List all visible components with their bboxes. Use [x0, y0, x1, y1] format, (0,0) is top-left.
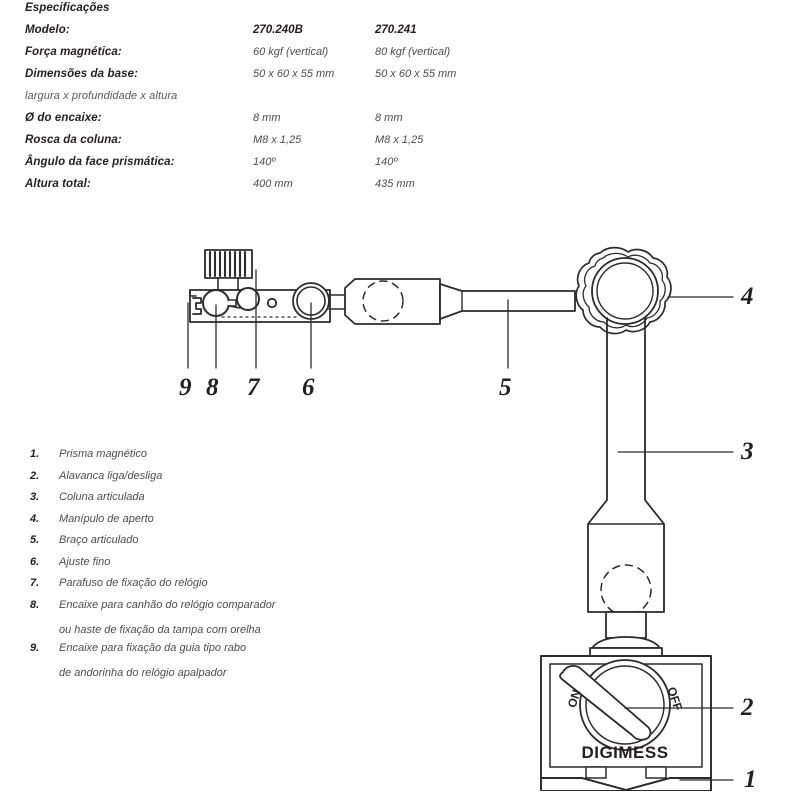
list-item: 5. Braço articulado — [30, 534, 330, 556]
clamping-knob — [575, 246, 672, 335]
callout-2: 2 — [741, 694, 754, 721]
spec-value-angulo-b: 140º — [375, 156, 398, 168]
callout-8: 8 — [206, 374, 219, 401]
table-row: Ângulo da face prismática: 140º 140º — [25, 156, 545, 178]
spec-label-altura: Altura total: — [25, 178, 91, 190]
fine-adjustment-joint — [292, 282, 346, 320]
list-item: 6. Ajuste fino — [30, 556, 330, 578]
spec-title: Especificações — [25, 2, 110, 14]
spec-label-modelo: Modelo: — [25, 24, 70, 36]
table-row: Ø do encaixe: 8 mm 8 mm — [25, 112, 545, 134]
callout-7: 7 — [247, 374, 260, 401]
table-row: Força magnética: 60 kgf (vertical) 80 kg… — [25, 46, 545, 68]
legend-number-8: 8. — [30, 598, 40, 611]
legend-number-6: 6. — [30, 555, 40, 568]
dial-holder-clamp — [189, 287, 331, 323]
legend-label-9: Encaixe para fixação da guia tipo rabo — [59, 641, 247, 654]
callout-6: 6 — [302, 374, 315, 401]
spec-value-forca-a: 60 kgf (vertical) — [253, 46, 329, 58]
spec-value-altura-b: 435 mm — [375, 178, 415, 190]
table-row: Dimensões da base: 50 x 60 x 55 mm 50 x … — [25, 68, 545, 90]
arm-ball-socket — [344, 278, 441, 325]
legend-label-6: Ajuste fino — [59, 555, 111, 568]
spec-label-rosca: Rosca da coluna: — [25, 134, 122, 146]
specifications-table: Especificações Modelo: 270.240B 270.241 … — [25, 2, 545, 200]
spec-value-encaixe-a: 8 mm — [253, 112, 281, 124]
spec-title-row: Especificações — [25, 2, 545, 24]
spec-value-forca-b: 80 kgf (vertical) — [375, 46, 451, 58]
list-item: 8. Encaixe para canhão do relógio compar… — [30, 599, 330, 621]
legend-number-9: 9. — [30, 641, 40, 654]
spec-note-dimensoes: largura x profundidade x altura — [25, 90, 178, 102]
knurled-screw-icon — [204, 249, 253, 291]
list-item: 1. Prisma magnético — [30, 448, 330, 470]
list-item: 9. Encaixe para fixação da guia tipo rab… — [30, 642, 330, 664]
spec-value-rosca-b: M8 x 1,25 — [375, 134, 424, 146]
legend-label-4: Manípulo de aperto — [59, 512, 154, 525]
spec-value-angulo-a: 140º — [253, 156, 276, 168]
callout-1: 1 — [744, 766, 757, 793]
spec-value-altura-a: 400 mm — [253, 178, 293, 190]
legend-label-5: Braço articulado — [59, 534, 139, 546]
spec-label-forca: Força magnética: — [25, 46, 122, 58]
legend-label-2: Alavanca liga/desliga — [59, 469, 163, 482]
articulated-arm — [439, 283, 576, 320]
list-item: 3. Coluna articulada — [30, 491, 330, 513]
legend-number-7: 7. — [30, 577, 40, 589]
legend-label-3: Coluna articulada — [59, 491, 145, 503]
legend-number-1: 1. — [30, 448, 40, 460]
list-item: 7. Parafuso de fixação do relógio — [30, 577, 330, 599]
legend-number-3: 3. — [30, 491, 40, 503]
legend-label-8-cont: ou haste de fixação da tampa com orelha — [59, 624, 261, 636]
switch-off-label: OFF — [664, 685, 685, 712]
callout-4: 4 — [741, 283, 754, 310]
legend-label-7: Parafuso de fixação do relógio — [59, 577, 208, 589]
spec-value-modelo-a: 270.240B — [253, 24, 303, 36]
spec-value-dimensoes-a: 50 x 60 x 55 mm — [253, 68, 335, 80]
table-row: largura x profundidade x altura — [25, 90, 545, 112]
spec-value-modelo-b: 270.241 — [375, 24, 417, 36]
spec-value-rosca-a: M8 x 1,25 — [253, 134, 302, 146]
table-row: Rosca da coluna: M8 x 1,25 M8 x 1,25 — [25, 134, 545, 156]
list-item: 2. Alavanca liga/desliga — [30, 470, 330, 492]
legend-label-1: Prisma magnético — [59, 448, 148, 460]
spec-value-dimensoes-b: 50 x 60 x 55 mm — [375, 68, 457, 80]
base-pedestal — [589, 611, 663, 657]
list-item: 4. Manípulo de aperto — [30, 513, 330, 535]
brand-label: DIGIMESS — [581, 743, 668, 762]
legend-label-8: Encaixe para canhão do relógio comparado… — [59, 598, 276, 611]
on-off-switch-dial — [559, 659, 671, 751]
magnetic-base-prism — [540, 655, 712, 791]
legend-number-5: 5. — [30, 534, 40, 546]
parts-legend: 1. Prisma magnético 2. Alavanca liga/des… — [30, 448, 330, 685]
callout-3: 3 — [741, 438, 754, 465]
spec-value-encaixe-b: 8 mm — [375, 112, 403, 124]
table-row: Altura total: 400 mm 435 mm — [25, 178, 545, 200]
spec-label-encaixe: Ø do encaixe: — [25, 112, 102, 124]
spec-label-angulo: Ângulo da face prismática: — [25, 156, 175, 168]
table-row: Modelo: 270.240B 270.241 — [25, 24, 545, 46]
spec-label-dimensoes: Dimensões da base: — [25, 68, 139, 80]
legend-label-9-cont: de andorinha do relógio apalpador — [59, 667, 227, 679]
switch-on-label: ON — [565, 688, 584, 709]
articulated-column — [587, 317, 665, 616]
legend-number-2: 2. — [30, 469, 40, 482]
callout-5: 5 — [499, 374, 512, 401]
legend-number-4: 4. — [30, 512, 40, 525]
callout-9: 9 — [179, 374, 192, 401]
